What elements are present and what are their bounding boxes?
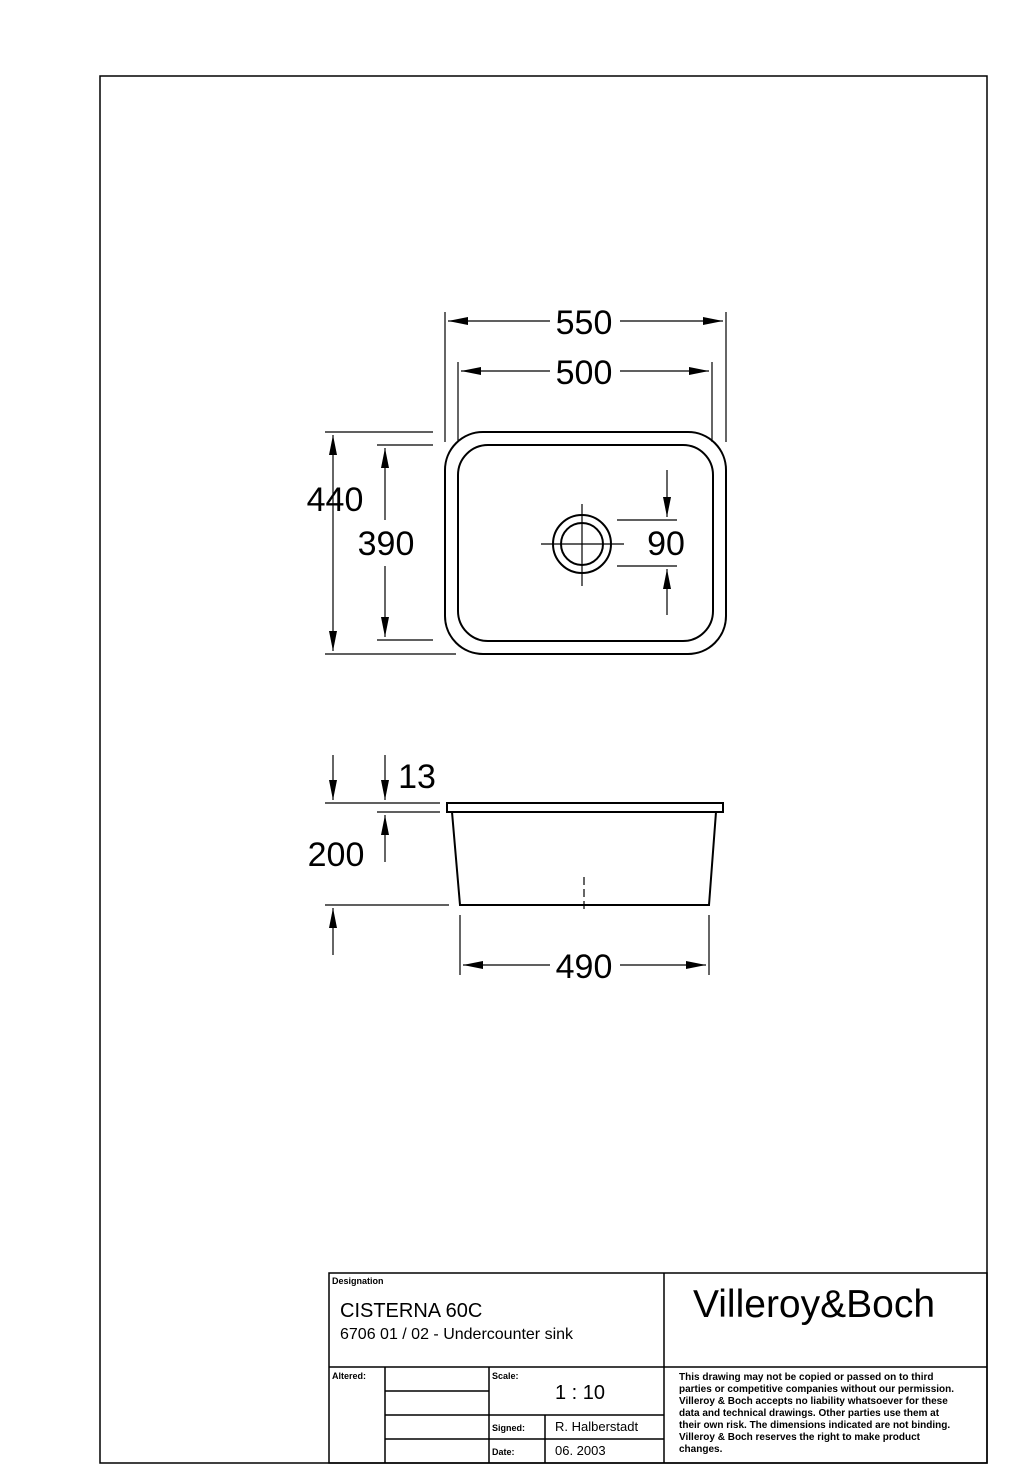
top-view [444, 431, 727, 655]
altered-label: Altered: [332, 1371, 366, 1381]
product-name: CISTERNA 60C [340, 1300, 482, 1322]
dim-height [325, 904, 449, 955]
dim-rim [325, 755, 440, 862]
dim-width-inner [457, 362, 713, 442]
drawing-frame [99, 75, 988, 1464]
dim-value-width-inner: 500 [556, 354, 613, 392]
sink-outer-outline [444, 431, 727, 655]
date-label: Date: [492, 1447, 515, 1457]
disclaimer-line: parties or competitive companies without… [679, 1384, 954, 1395]
sink-inner-outline [457, 444, 714, 642]
brand-logo: Villeroy&Boch [693, 1283, 935, 1326]
date-value: 06. 2003 [555, 1443, 606, 1458]
disclaimer-line: their own risk. The dimensions indicated… [679, 1420, 950, 1431]
signed-label: Signed: [492, 1423, 525, 1433]
dim-value-height: 200 [308, 836, 365, 874]
dim-value-bottom-width: 490 [556, 948, 613, 986]
dim-value-rim: 13 [398, 758, 436, 796]
disclaimer-line: This drawing may not be copied or passed… [679, 1372, 933, 1383]
side-view [446, 802, 724, 912]
disclaimer: This drawing may not be copied or passed… [679, 1372, 954, 1455]
designation-label: Designation [332, 1276, 384, 1286]
dim-value-width-outer: 550 [556, 304, 613, 342]
title-block [328, 1272, 988, 1464]
dim-bottom-width [459, 915, 710, 975]
dim-value-depth-inner: 390 [358, 525, 415, 563]
dim-depth-outer [325, 431, 456, 655]
dim-depth-inner [377, 444, 433, 641]
disclaimer-line: Villeroy & Boch reserves the right to ma… [679, 1432, 921, 1443]
scale-value: 1 : 10 [555, 1382, 605, 1404]
product-description: 6706 01 / 02 - Undercounter sink [340, 1326, 574, 1343]
dim-width-outer [444, 312, 727, 442]
sink-rim [446, 802, 724, 813]
dim-value-depth-outer: 440 [307, 481, 364, 519]
dim-drain [617, 470, 677, 615]
disclaimer-line: data and technical drawings. Other parti… [679, 1408, 940, 1419]
dim-value-drain: 90 [647, 525, 685, 563]
disclaimer-line: changes. [679, 1444, 723, 1455]
disclaimer-line: Villeroy & Boch accepts no liability wha… [679, 1396, 948, 1407]
signed-value: R. Halberstadt [555, 1419, 638, 1434]
scale-label: Scale: [492, 1371, 519, 1381]
